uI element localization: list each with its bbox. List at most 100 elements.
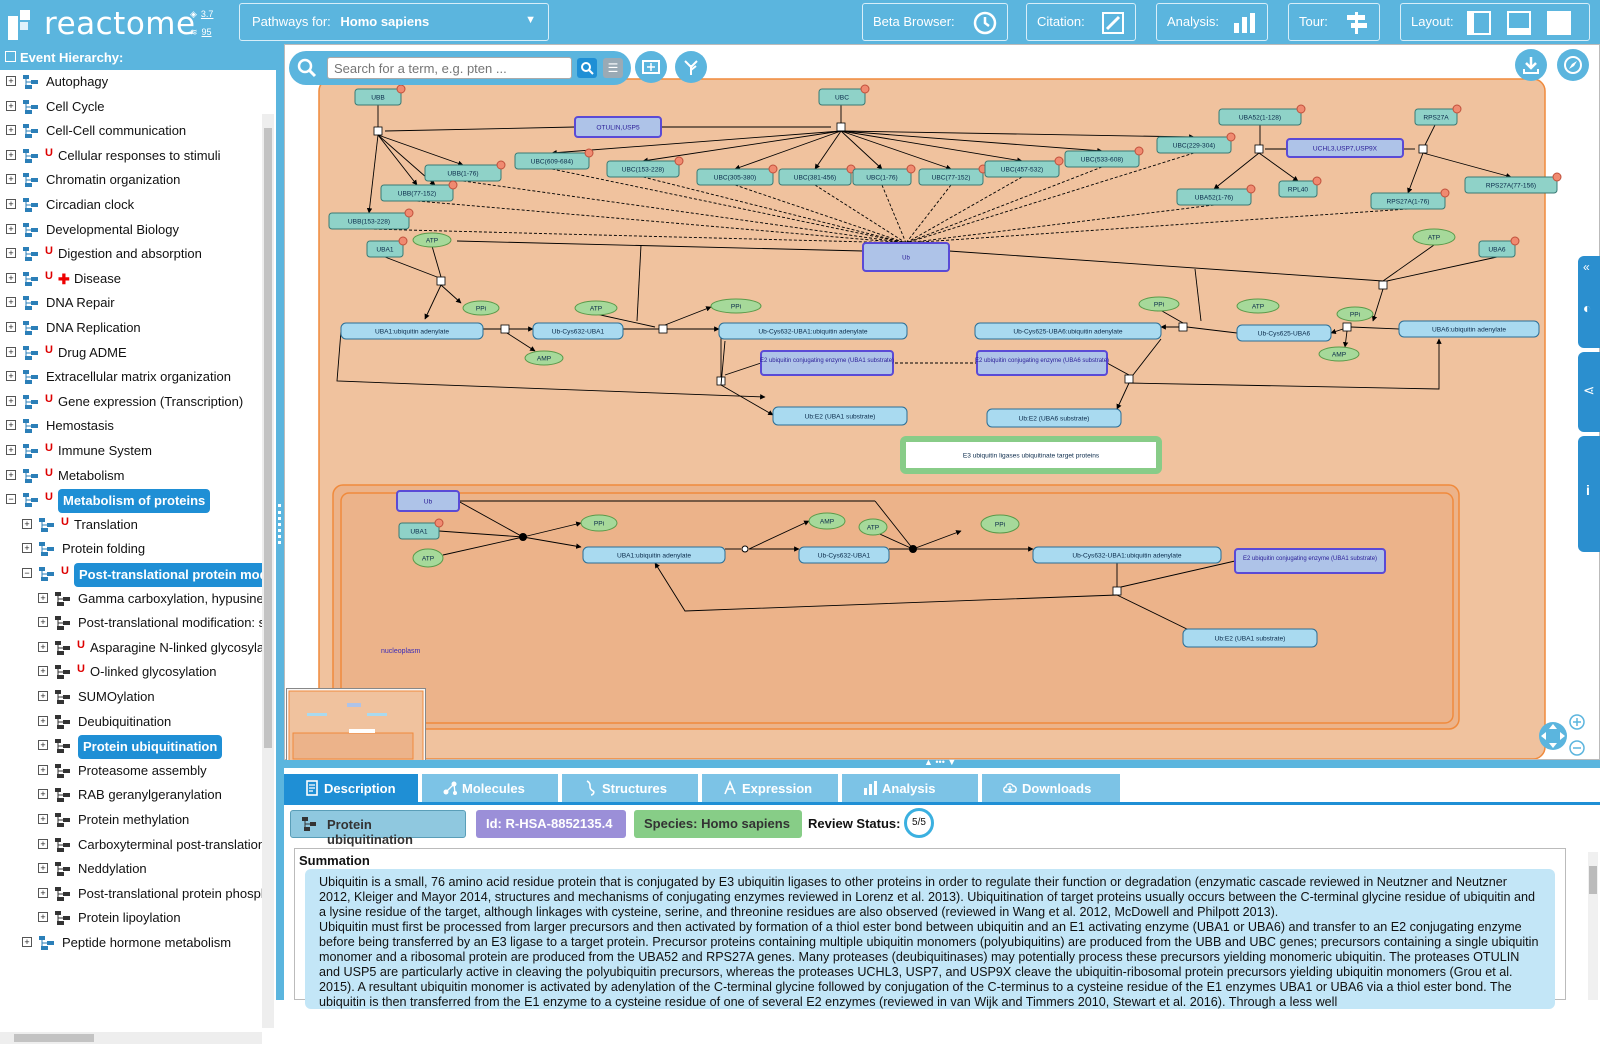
expand-icon[interactable]: + [6, 445, 16, 455]
expand-icon[interactable]: + [6, 199, 16, 209]
tree-item[interactable]: +Post-translational protein phosphorylat… [38, 883, 262, 905]
diagram-node[interactable]: E2 ubiquitin conjugating enzyme (UBA1 su… [1234, 548, 1386, 574]
tree-item[interactable]: +Deubiquitination [38, 711, 256, 733]
analysis-button[interactable]: Analysis: [1156, 3, 1268, 41]
diagram-node[interactable]: Ub-Cys632-UBA1 [532, 322, 624, 340]
diagram-node[interactable]: UCHL3,USP7,USP9X [1286, 138, 1404, 158]
expand-icon[interactable]: + [6, 125, 16, 136]
diagram-node[interactable]: Ub:E2 (UBA1 substrate) [1182, 628, 1318, 648]
expand-icon[interactable]: + [6, 272, 16, 283]
tree-item[interactable]: +Autophagy [6, 71, 256, 93]
diagram-node[interactable]: UBB(153-228) [328, 208, 414, 230]
tree-vertical-scrollbar[interactable] [262, 114, 274, 1028]
diagram-node[interactable]: PPi [710, 298, 762, 314]
diagram-node[interactable]: UBA1 [398, 518, 444, 540]
diagram-node[interactable]: UBC(229-304) [1156, 132, 1236, 154]
details-splitter[interactable]: ▲ ••• ▼ [284, 757, 1600, 768]
settings-compass-button[interactable] [1557, 49, 1589, 81]
diagram-node[interactable]: PPi [580, 514, 618, 532]
layout-full-icon[interactable] [1545, 9, 1573, 37]
tree-item[interactable]: +Protein methylation [38, 809, 256, 831]
collapse-icon[interactable]: − [6, 494, 16, 505]
beta-browser-button[interactable]: Beta Browser: [862, 3, 1008, 41]
diagram-node[interactable]: UBC [818, 84, 870, 106]
diagram-node[interactable]: UBA52(1-128) [1218, 104, 1306, 126]
diagram-node[interactable]: PPi [462, 300, 500, 316]
diagram-node[interactable]: UBC(153-228) [606, 156, 684, 178]
diagram-node[interactable]: ATP [412, 548, 444, 568]
diagram-node[interactable]: AMP [1318, 346, 1360, 362]
species-selector[interactable]: Pathways for: Homo sapiens ▼ [239, 3, 549, 41]
tab-downloads[interactable]: Downloads [982, 774, 1120, 802]
expand-icon[interactable]: + [6, 149, 16, 160]
tree-item[interactable]: +DNA Replication [6, 317, 256, 339]
diagram-node[interactable]: Ub-Cys632-UBA1:ubiquitin adenylate [718, 322, 908, 340]
diagram-node[interactable]: E2 ubiquitin conjugating enzyme (UBA6 su… [975, 350, 1109, 376]
diagram-node[interactable]: UBC(381-456) [778, 164, 856, 186]
scroll-thumb[interactable] [264, 128, 272, 748]
tree-item[interactable]: +Protein folding [22, 538, 256, 560]
expand-icon[interactable]: + [38, 764, 48, 775]
tree-item[interactable]: +RAB geranylgeranylation [38, 784, 256, 806]
diagram-node[interactable]: UBA52(1-76) [1176, 184, 1256, 206]
diagram-node[interactable]: UBA1:ubiquitin adenylate [340, 322, 484, 340]
tree-item[interactable]: +Chromatin organization [6, 169, 256, 191]
tree-item[interactable]: +SUMOylation [38, 686, 256, 708]
expand-icon[interactable]: + [38, 740, 48, 751]
diagram-node[interactable]: Ub:E2 (UBA1 substrate) [772, 406, 908, 426]
diagram-node[interactable]: E2 ubiquitin conjugating enzyme (UBA1 su… [760, 350, 894, 376]
expand-icon[interactable]: + [6, 223, 16, 234]
diagram-node[interactable]: Ub [862, 242, 950, 272]
tree-item[interactable]: +Carboxyterminal post-translational [38, 834, 262, 856]
expand-icon[interactable]: + [38, 617, 48, 628]
diagram-node[interactable]: PPi [1138, 296, 1180, 312]
diagram-node[interactable]: Ub-Cys632-UBA1 [798, 546, 890, 564]
tree-item[interactable]: +Hemostasis [6, 415, 256, 437]
tree-item[interactable]: +Protein ubiquitination [38, 735, 256, 760]
tree-item[interactable]: +Protein lipoylation [38, 907, 256, 929]
diagram-node[interactable]: AMP [808, 512, 846, 530]
diagram-node[interactable]: ATP [574, 300, 618, 316]
diagram-node[interactable]: UBA1:ubiquitin adenylate [582, 546, 726, 564]
expand-icon[interactable]: + [6, 420, 16, 431]
diagram-node[interactable]: PPi [980, 514, 1020, 534]
diagram-node[interactable]: Ub:E2 (UBA6 substrate) [986, 408, 1122, 428]
diagram-thumbnail[interactable] [286, 688, 426, 764]
diagram-node[interactable]: RPL40 [1278, 176, 1322, 198]
diagram-node[interactable]: UBA6:ubiquitin adenylate [1398, 320, 1540, 338]
expand-icon[interactable]: + [38, 863, 48, 874]
diagram-node[interactable]: UBA1 [366, 236, 408, 258]
expand-icon[interactable]: + [38, 715, 48, 726]
expand-icon[interactable]: + [6, 346, 16, 357]
expand-icon[interactable]: + [38, 814, 48, 824]
diagram-node[interactable]: UBC(457-532) [984, 156, 1064, 178]
expand-icon[interactable]: + [22, 937, 32, 947]
diagram-node[interactable]: PPi [1336, 306, 1374, 322]
expand-icon[interactable]: + [6, 371, 16, 382]
info-tab[interactable]: i [1578, 436, 1600, 552]
citation-button[interactable]: Citation: [1026, 3, 1136, 41]
tab-structures[interactable]: Structures [562, 774, 698, 802]
search-options-icon[interactable]: ☰ [603, 58, 623, 78]
diagram-node[interactable]: UBC(305-380) [696, 164, 778, 186]
expand-icon[interactable]: + [6, 76, 16, 86]
diagram-node[interactable]: UBC(609-684) [514, 148, 594, 170]
download-diagram-button[interactable] [1515, 49, 1547, 81]
diagram-node[interactable]: Ub-Cys632-UBA1:ubiquitin adenylate [1032, 546, 1222, 564]
tree-item[interactable]: +Post-translational modification: synthe… [38, 612, 262, 634]
expand-icon[interactable]: + [38, 838, 48, 849]
details-scrollbar[interactable] [1588, 852, 1598, 1000]
diagram-node[interactable]: ATP [1412, 228, 1456, 246]
diagram-node[interactable]: RPS27A(77-156) [1464, 172, 1562, 194]
diagram-node[interactable]: ATP [1236, 298, 1280, 314]
expand-icon[interactable]: + [6, 469, 16, 480]
